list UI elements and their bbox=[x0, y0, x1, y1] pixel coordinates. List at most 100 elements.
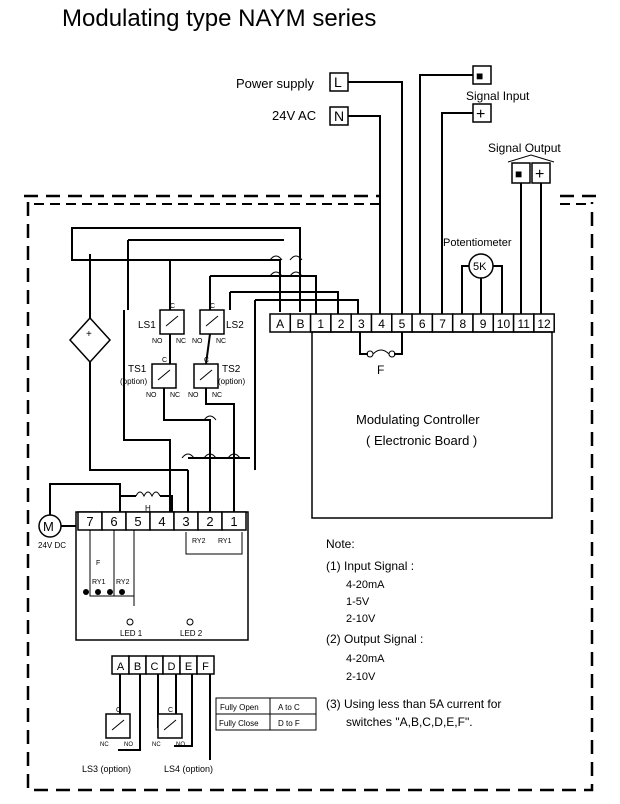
led2-icon bbox=[186, 618, 194, 626]
wire-hop-arcs-2 bbox=[181, 415, 241, 459]
switch-ls3-c: C bbox=[116, 707, 121, 714]
switch-ls2-c: C bbox=[210, 303, 215, 310]
board-terminal-label: 4 bbox=[158, 514, 165, 529]
led1-icon bbox=[126, 618, 134, 626]
wire-signal-plus bbox=[441, 112, 473, 314]
switch-ts2-label: TS2 bbox=[222, 364, 241, 375]
switch-ls4-contact bbox=[163, 719, 177, 731]
potentiometer-label: Potentiometer bbox=[443, 237, 512, 249]
switch-ls3-nc: NC bbox=[100, 742, 109, 748]
board-terminal-label: 6 bbox=[110, 514, 117, 529]
board-ry2: RY2 bbox=[116, 579, 130, 586]
aux-terminal-box bbox=[196, 655, 215, 675]
board-terminal-label: 3 bbox=[182, 514, 189, 529]
led1-label: LED 1 bbox=[120, 629, 143, 638]
controller-terminal-label: 1 bbox=[317, 317, 324, 331]
relay-contact-4 bbox=[119, 589, 125, 595]
controller-terminal-label: 10 bbox=[497, 317, 511, 331]
wire-fuse bbox=[359, 332, 403, 355]
fuse-label: F bbox=[377, 363, 384, 377]
controller-box bbox=[311, 331, 553, 519]
motor-label: M bbox=[43, 519, 54, 534]
switch-ls4-nc: NC bbox=[152, 742, 161, 748]
switch-ls2-no: NO bbox=[192, 338, 203, 345]
controller-terminal-label: 9 bbox=[480, 317, 487, 331]
switch-ls4-c: C bbox=[168, 707, 173, 714]
switch-ts1-nc: NC bbox=[170, 392, 180, 399]
wire-board-3 bbox=[187, 457, 250, 512]
wire-bridge bbox=[89, 254, 188, 471]
note-2-value-1: 4-20mA bbox=[346, 653, 385, 665]
notes-title: Note: bbox=[326, 537, 355, 551]
note-2-value-2: 2-10V bbox=[346, 671, 376, 683]
controller-terminal-label: 6 bbox=[419, 317, 426, 331]
note-1: (1) Input Signal : bbox=[326, 559, 414, 573]
relay-ry2: RY2 bbox=[192, 538, 206, 545]
switch-ls3-contact bbox=[111, 719, 125, 731]
relay-bracket bbox=[185, 532, 243, 555]
switch-ts1-label: TS1 bbox=[128, 364, 147, 375]
diagram-title: Modulating type NAYM series bbox=[62, 5, 376, 32]
switch-ls1-c: C bbox=[170, 303, 175, 310]
switch-ls3-label: LS3 (option) bbox=[82, 764, 131, 774]
controller-terminal-label: 4 bbox=[378, 317, 385, 331]
switch-ts2 bbox=[193, 363, 219, 389]
wire-to-board bbox=[254, 299, 359, 470]
switch-ls2-contact bbox=[205, 315, 219, 327]
signal-input-label: Signal Input bbox=[466, 89, 530, 103]
controller-terminal-label: 3 bbox=[358, 317, 365, 331]
switch-ls3 bbox=[105, 713, 131, 739]
motor-voltage: 24V DC bbox=[38, 541, 66, 550]
switch-ls1-label: LS1 bbox=[138, 320, 156, 331]
controller-subtitle: ( Electronic Board ) bbox=[366, 433, 477, 448]
switch-ts1-c: C bbox=[162, 357, 167, 364]
switch-ts2-no: NO bbox=[188, 392, 199, 399]
board-fuse: F bbox=[96, 560, 100, 567]
board-terminal-box bbox=[221, 511, 247, 531]
heater-label: H bbox=[145, 504, 151, 513]
relay-contact-1 bbox=[83, 589, 89, 595]
switch-ls4 bbox=[157, 713, 183, 739]
board-ry1: RY1 bbox=[92, 579, 106, 586]
fuse-symbol bbox=[372, 349, 390, 355]
signal-input-plus: + bbox=[476, 106, 485, 123]
switch-ls4-label: LS4 (option) bbox=[164, 764, 213, 774]
controller-terminal-label: 2 bbox=[338, 317, 345, 331]
controller-terminal-label: B bbox=[296, 317, 304, 331]
switch-ts1-contact bbox=[157, 369, 171, 381]
signal-output-minus: ■ bbox=[515, 167, 522, 181]
power-supply-label: Power supply bbox=[236, 76, 315, 91]
switch-ls1-contact bbox=[165, 315, 179, 327]
switch-ls1 bbox=[159, 309, 185, 335]
enclosure-outer bbox=[26, 202, 594, 792]
switch-ls2 bbox=[199, 309, 225, 335]
signal-output-bracket bbox=[507, 154, 555, 163]
legend-open-value: A to C bbox=[278, 703, 300, 712]
relay-contact-3 bbox=[107, 589, 113, 595]
controller-name: Modulating Controller bbox=[356, 412, 480, 427]
controller-terminal-label: A bbox=[276, 317, 284, 331]
bridge-rectifier bbox=[68, 316, 112, 364]
note-1-value-2: 1-5V bbox=[346, 596, 370, 608]
terminal-l: L bbox=[334, 74, 342, 90]
heater-symbol bbox=[135, 491, 161, 498]
relay-ry1: RY1 bbox=[218, 538, 232, 545]
wire-l bbox=[348, 81, 403, 314]
legend-close-value: D to F bbox=[278, 719, 300, 728]
switch-ls1-no: NO bbox=[152, 338, 163, 345]
wire-ls2 bbox=[169, 260, 317, 314]
switch-ts2-contact bbox=[199, 369, 213, 381]
note-3-line-2: switches "A,B,C,D,E,F". bbox=[346, 715, 473, 729]
legend-close-label: Fully Close bbox=[219, 719, 259, 728]
legend-open-label: Fully Open bbox=[220, 703, 259, 712]
switch-ls4-no: NO bbox=[176, 742, 185, 748]
switch-ls3-no: NO bbox=[124, 742, 133, 748]
controller-terminal-label: 11 bbox=[518, 317, 531, 331]
switch-ts1 bbox=[151, 363, 177, 389]
wire-signal-minus bbox=[419, 74, 473, 314]
controller-terminal-label: 12 bbox=[537, 317, 551, 331]
note-3-line-1: (3) Using less than 5A current for bbox=[326, 697, 501, 711]
wire-ls-ts bbox=[169, 333, 211, 365]
bridge-plus: + bbox=[86, 329, 92, 340]
